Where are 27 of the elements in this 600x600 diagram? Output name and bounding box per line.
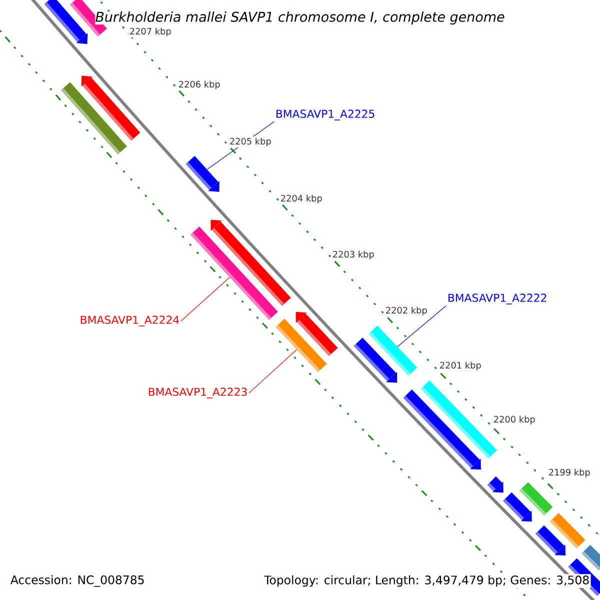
gene-label: BMASAVP1_A2224 <box>80 316 179 326</box>
tick-label: 2204 kbp <box>279 194 324 204</box>
gene-bar <box>186 156 220 192</box>
tick-label: 2206 kbp <box>177 80 222 90</box>
tick-label: 2200 kbp <box>492 414 537 426</box>
genome-stats-text: Topology: circular; Length: 3,497,479 bp; Genes: 3,508 <box>262 574 591 588</box>
gene-label: BMASAVP1_A2225 <box>276 110 374 120</box>
tick-label: 2202 kbp <box>384 306 429 316</box>
gene-bar <box>550 512 586 548</box>
gene-bar <box>520 482 553 516</box>
gene-bar <box>61 82 127 154</box>
gene-bar <box>296 312 338 356</box>
gene-bar <box>210 220 291 306</box>
leader-line <box>397 305 446 347</box>
gene-label: BMASAVP1_A2222 <box>448 294 546 304</box>
gene-label: BMASAVP1_A2223 <box>148 388 247 398</box>
tick-label: 2199 kbp <box>547 468 592 478</box>
gene-bar <box>582 544 600 570</box>
tick-label: 2201 kbp <box>438 360 483 372</box>
gene-bar <box>487 476 504 493</box>
tick-label: 2203 kbp <box>331 250 376 260</box>
leader-line <box>248 349 297 394</box>
accession-text: Accession: NC_008785 <box>9 574 146 588</box>
leader-line <box>180 277 230 322</box>
gene-bar <box>354 338 398 383</box>
tick-label: 2205 kbp <box>228 136 273 148</box>
tick-label: 2207 kbp <box>128 26 173 38</box>
